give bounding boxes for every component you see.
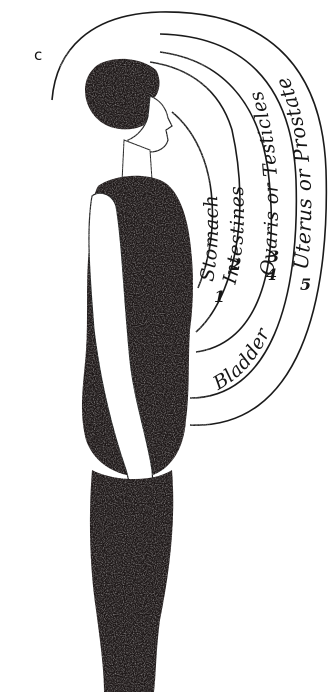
region-label-intestines: Intestines (219, 185, 249, 287)
panel-letter: c (34, 46, 42, 64)
region-number-1: 1 (214, 287, 225, 306)
region-label-ovaris: Ovaris or Testicles (245, 88, 283, 277)
woman-silhouette (60, 50, 210, 692)
region-number-5: 5 (300, 275, 311, 294)
region-label-bladder: Bladder (209, 323, 275, 395)
